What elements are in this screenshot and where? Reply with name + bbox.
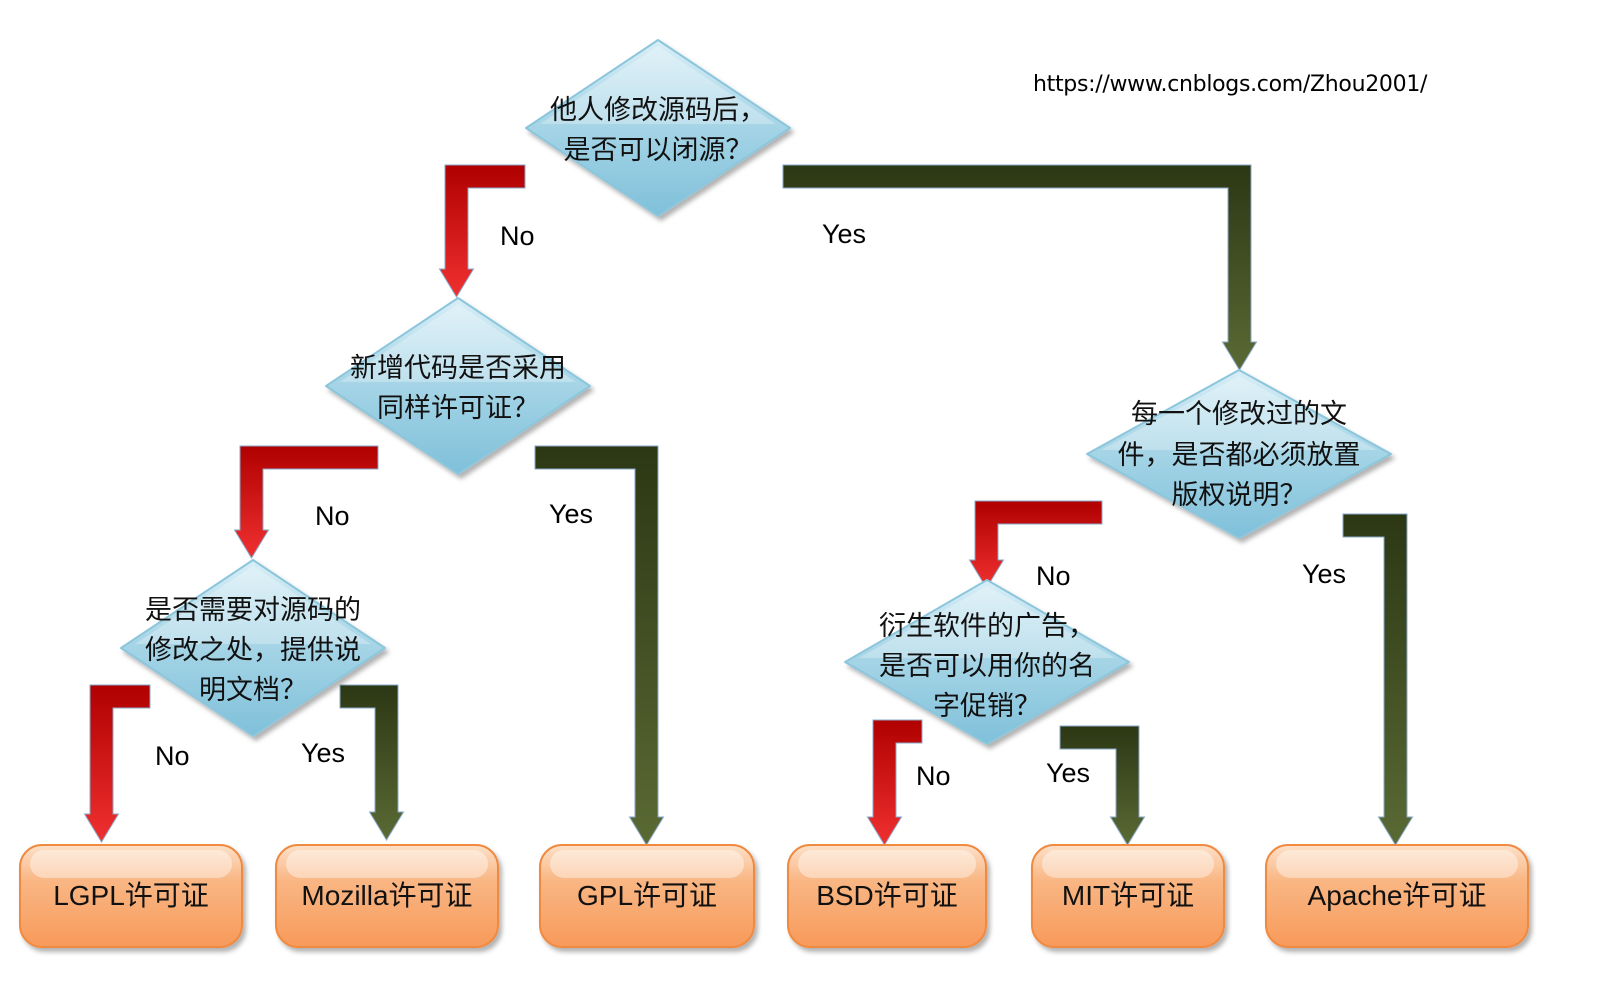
license-label: GPL许可证 (577, 880, 717, 911)
edge-q2-gpl (534, 445, 665, 846)
edge-q4-q5 (968, 500, 1103, 589)
decision-text-line: 修改之处，提供说 (145, 635, 361, 666)
decision-text-line: 衍生软件的广告， (879, 611, 1095, 642)
diamond-highlight (540, 46, 776, 124)
license-node-lgpl: LGPL许可证 (19, 844, 243, 948)
edge-q2-q3 (233, 445, 379, 559)
license-label: LGPL许可证 (53, 880, 209, 911)
diamond-highlight (135, 566, 371, 644)
diamond-highlight (1101, 376, 1377, 450)
yes-arrow (339, 684, 405, 841)
yes-label: Yes (1046, 758, 1090, 788)
decision-text-line: 件，是否都必须放置 (1118, 440, 1361, 471)
yes-arrow (534, 445, 665, 846)
no-label: No (155, 741, 190, 771)
no-arrow (438, 164, 526, 298)
edge-q1-q4 (782, 164, 1258, 371)
watermark-url: https://www.cnblogs.com/Zhou2001/ (1033, 72, 1428, 97)
box-highlight (798, 850, 976, 878)
decision-diamond (325, 297, 591, 475)
no-label: No (315, 501, 350, 531)
edge-q5-mit (1059, 725, 1146, 846)
no-arrow (233, 445, 379, 559)
diamond-highlight (340, 304, 576, 382)
decision-text-line: 他人修改源码后， (550, 95, 766, 126)
license-node-mit: MIT许可证 (1031, 844, 1225, 948)
yes-arrow (1342, 513, 1414, 846)
box-highlight (550, 850, 744, 878)
license-label: BSD许可证 (816, 880, 958, 911)
no-label: No (1036, 561, 1071, 591)
license-label: Apache许可证 (1308, 880, 1487, 911)
license-box (1031, 844, 1225, 948)
no-label: No (500, 221, 535, 251)
box-highlight (1276, 850, 1518, 878)
edge-q3-lgpl (83, 684, 151, 843)
box-highlight (30, 850, 232, 878)
decision-diamond (120, 559, 386, 737)
license-node-gpl: GPL许可证 (539, 844, 755, 948)
box-highlight (1042, 850, 1214, 878)
no-arrow (83, 684, 151, 843)
decision-text-line: 明文档？ (199, 675, 307, 706)
license-box (787, 844, 987, 948)
edge-q5-bsd (866, 719, 923, 846)
license-node-apache: Apache许可证 (1265, 844, 1529, 948)
yes-arrow (1059, 725, 1146, 846)
license-label: MIT许可证 (1062, 880, 1194, 911)
license-label: Mozilla许可证 (301, 880, 472, 911)
no-arrow (866, 719, 923, 846)
decision-text-line: 版权说明？ (1172, 480, 1307, 511)
decision-text-line: 是否可以闭源？ (564, 135, 753, 166)
diamond-highlight (859, 586, 1115, 658)
yes-label: Yes (822, 219, 866, 249)
decision-diamond (844, 579, 1130, 745)
decision-text-line: 同样许可证？ (377, 393, 539, 424)
license-node-mozilla: Mozilla许可证 (275, 844, 499, 948)
license-box (275, 844, 499, 948)
edge-q3-mozilla (339, 684, 405, 841)
yes-arrow (782, 164, 1258, 371)
decision-text-line: 字促销？ (933, 691, 1041, 722)
yes-label: Yes (549, 499, 593, 529)
license-box (19, 844, 243, 948)
edge-q4-apache (1342, 513, 1414, 846)
decision-text-line: 每一个修改过的文 (1131, 399, 1347, 430)
edge-q1-q2 (438, 164, 526, 298)
decision-text-line: 新增代码是否采用 (350, 353, 566, 384)
decision-text-line: 是否需要对源码的 (145, 595, 361, 626)
yes-label: Yes (301, 738, 345, 768)
box-highlight (286, 850, 488, 878)
no-label: No (916, 761, 951, 791)
yes-label: Yes (1302, 559, 1346, 589)
license-box (539, 844, 755, 948)
license-box (1265, 844, 1529, 948)
license-node-bsd: BSD许可证 (787, 844, 987, 948)
decision-diamond (1086, 369, 1392, 539)
decision-text-line: 是否可以用你的名 (879, 651, 1095, 682)
decision-node-q1: 他人修改源码后， 是否可以闭源？ (525, 39, 791, 217)
no-arrow (968, 500, 1103, 589)
decision-diamond (525, 39, 791, 217)
